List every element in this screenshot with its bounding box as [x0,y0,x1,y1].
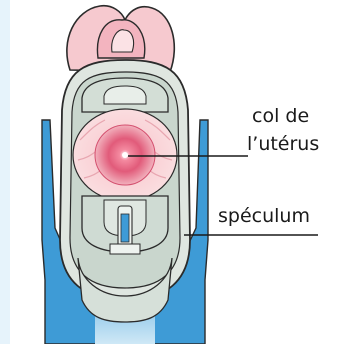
lower-blade [82,196,168,254]
upper-blade [82,78,168,112]
cervix-label-line2: l’utérus [247,132,319,156]
speculum-label: spéculum [218,204,310,228]
cervix-os [122,152,128,158]
cervix-label-line1: col de [252,104,309,128]
